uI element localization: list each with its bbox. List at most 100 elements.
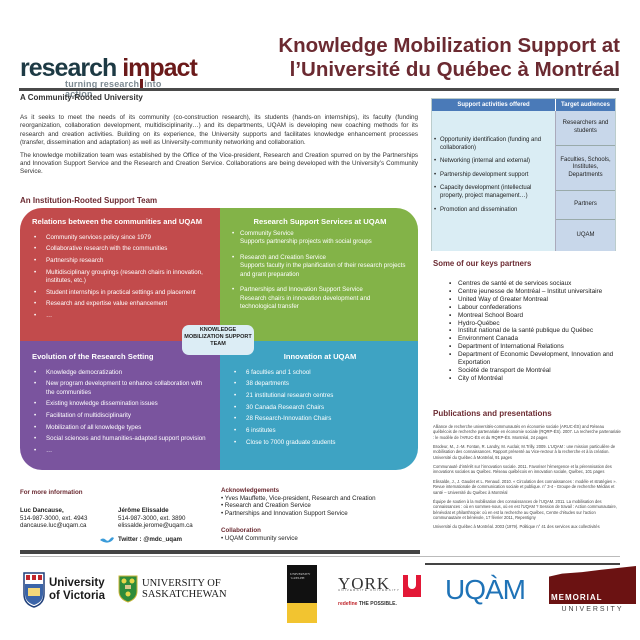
list-item: Community services policy since 1979 (32, 234, 210, 243)
more-info-label: For more information (20, 489, 83, 497)
contact-email-link[interactable]: elissalde.jerome@uqam.ca (118, 522, 193, 530)
list-item: … (32, 447, 210, 456)
list-item: Environment Canada (449, 335, 629, 343)
uvic-shield-icon (23, 572, 45, 608)
community-intro: As it seeks to meet the needs of its com… (20, 114, 418, 181)
twitter-handle[interactable]: Twitter : @mdc_uqam (100, 536, 182, 544)
contact-phone: 514-987-3000, ext. 3890 (118, 514, 186, 522)
list-item: Existing knowledge dissemination issues (32, 400, 210, 409)
service-desc: Research chairs in innovation developmen… (240, 294, 371, 311)
guelph-logo: UNIVERSITY ·GUELPH (287, 565, 317, 623)
title-line-2: l’Université du Québec à Montréal (289, 58, 620, 81)
table-cell: Researchers and students (556, 111, 615, 146)
partners-heading: Some of our keys partners (433, 259, 532, 268)
service-desc: Supports faculty in the planification of… (240, 262, 406, 278)
quadrant-evolution: Evolution of the Research Setting Knowle… (20, 341, 220, 470)
contact-name: Jérôme Elissalde (118, 507, 169, 514)
list-item: Institut national de la santé publique d… (449, 327, 629, 335)
twitter-bird-icon (100, 537, 114, 543)
audiences-column: Researchers and students Faculties, Scho… (556, 111, 615, 251)
table-cell: Faculties, Schools, Institutes, Departme… (556, 146, 615, 191)
list-item: 38 departments (232, 380, 408, 389)
list-item: Close to 7000 graduate students (232, 439, 408, 448)
list-item: Mobilization of all knowledge types (32, 424, 210, 433)
list-item: 21 institutional research centres (232, 392, 408, 401)
list-item: 30 Canada Research Chairs (232, 404, 408, 413)
contact-jerome: Jérôme Elissalde 514-987-3000, ext. 3890… (118, 507, 193, 530)
quadrant-title: Relations between the communities and UQ… (32, 217, 203, 226)
logo-tagline-b: into action (65, 79, 162, 99)
activities-list: Opportunity identification (funding and … (432, 111, 556, 251)
community-heading: A Community-Rooted University (20, 93, 143, 102)
list-item: 6 institutes (232, 427, 408, 436)
table-cell: Partners (556, 191, 615, 220)
list-item: • Partnerships and Innovation Support Se… (221, 509, 348, 517)
title-line-1: Knowledge Mobilization Support at (278, 34, 620, 57)
partners-list: Centres de santé et de services sociaux … (449, 280, 629, 383)
list-item: Hydro-Québec (449, 320, 629, 328)
page-title: Knowledge Mobilization Support at l’Univ… (240, 34, 620, 82)
team-quadrants: Relations between the communities and UQ… (20, 208, 418, 470)
usask-line1: UNIVERSITY OF (142, 577, 221, 589)
service-desc: Supports partnership projects with socia… (240, 238, 372, 245)
uqam-logo: UQÀM (445, 574, 526, 605)
uvic-line1: University (49, 577, 105, 589)
collaboration: Collaboration • UQAM Community service (221, 527, 298, 542)
quadrant-title: Innovation at UQAM (283, 352, 357, 361)
table-header-activities: Support activities offered (432, 99, 556, 111)
divider (19, 88, 619, 91)
quadrant-title: Research Support Services at UQAM (253, 217, 387, 226)
list-item: Centre jeunesse de Montréal – Institut u… (449, 288, 629, 296)
publication-entry: Elissalde, J., J. Gaudet et L. Renaud. 2… (433, 478, 617, 495)
table-cell: UQAM (576, 231, 595, 238)
acknowledgements: Acknowledgements • Yves Mauffette, Vice-… (221, 487, 376, 517)
memorial-logo: MEMORIAL UNIVERSITY (549, 566, 636, 613)
twitter-text[interactable]: Twitter : @mdc_uqam (118, 536, 183, 543)
list-item: Partnership research (32, 257, 210, 266)
quadrant-title: Evolution of the Research Setting (32, 352, 154, 361)
list-item: Partnership development support (434, 172, 551, 180)
list-item: Opportunity identification (funding and … (434, 137, 551, 152)
list-item: Collaborative research with the communit… (32, 245, 210, 254)
quadrant-innovation: Innovation at UQAM 6 faculties and 1 sch… (220, 341, 418, 470)
center-label: KNOWLEDGE MOBILIZATION SUPPORT TEAM (182, 325, 254, 355)
york-logo: YORK UNIVERSITÉ UNIVERSITY redefine THE … (338, 575, 422, 607)
york-sub: UNIVERSITÉ UNIVERSITY (338, 588, 401, 592)
list-item: Research and expertise value enhancement (32, 300, 210, 309)
logo-tagline-a: turning research (65, 79, 140, 89)
list-item: Student internships in practical setting… (32, 289, 210, 298)
publication-entry: Équipe de soutien à la mobilisation des … (433, 499, 617, 520)
list-item: … (32, 312, 210, 321)
list-item: Multidisciplinary groupings (research ch… (32, 269, 210, 286)
publications-heading: Publications and presentations (433, 409, 552, 418)
list-item: Facilitation of multidisciplinarity (32, 412, 210, 421)
list-item: Société de transport de Montréal (449, 367, 629, 375)
contact-phone: 514-987-3000, ext. 4943 (20, 514, 88, 522)
divider (20, 556, 620, 557)
memorial-line1: MEMORIAL (551, 593, 603, 602)
usask-line2: SASKATCHEWAN (142, 589, 227, 600)
list-item: New program development to enhance colla… (32, 380, 210, 397)
list-item: Labour confederations (449, 304, 629, 312)
york-tag-b: THE POSSIBLE. (357, 601, 397, 607)
list-item: Partnerships and Innovation Support Serv… (232, 286, 408, 312)
support-table: Support activities offered Target audien… (431, 98, 616, 251)
list-item: Promotion and dissemination (434, 207, 551, 215)
list-item: • UQAM Community service (221, 534, 298, 542)
acknowledgements-heading: Acknowledgements (221, 487, 280, 494)
contact-luc: Luc Dancause, 514-987-3000, ext. 4943 da… (20, 507, 87, 530)
contact-email-link[interactable]: dancause.luc@uqam.ca (20, 522, 87, 530)
logo-word-impact: impact (122, 54, 198, 82)
intro-paragraph: As it seeks to meet the needs of its com… (20, 114, 418, 147)
collaboration-heading: Collaboration (221, 527, 261, 534)
list-item: Social sciences and humanities-adapted s… (32, 435, 210, 444)
usask-shield-icon (118, 575, 138, 603)
service-name: Partnerships and Innovation Support Serv… (240, 286, 363, 293)
list-item: City of Montréal (449, 375, 629, 383)
table-header-audiences: Target audiences (561, 102, 610, 108)
divider (20, 550, 420, 554)
publication-entry: Communauté d’intérêt sur l’innovation so… (433, 464, 612, 475)
